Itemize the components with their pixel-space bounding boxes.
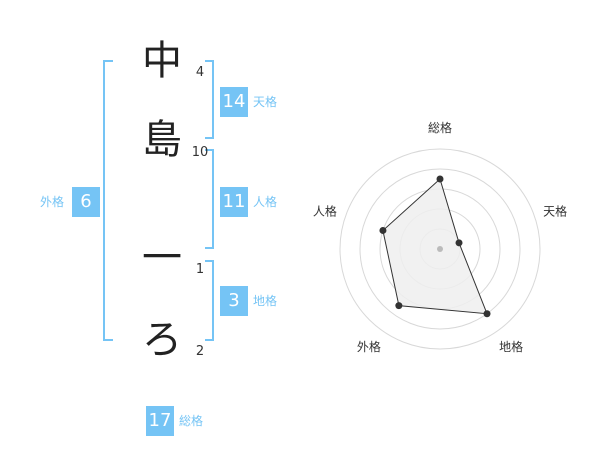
chikaku-value-badge: 3 [220,286,248,316]
jinkaku-bracket [205,149,214,249]
radar-point-1 [436,175,444,183]
radar-ring [359,168,521,330]
gaikaku-label: 外格 [40,195,65,209]
radar-data-points [379,175,491,318]
gaikaku-value-badge: 6 [72,187,100,217]
name-char-4: ろ [142,317,182,363]
radar-point-5 [379,226,387,234]
radar-axis-label: 外格 [357,339,381,354]
radar-axis-label: 総格 [428,120,452,135]
radar-point-2 [455,239,463,247]
radar-axis-label: 地格 [499,339,523,354]
soukaku-label: 総格 [179,414,204,428]
chikaku-label: 地格 [253,294,278,308]
stroke-count-3: 1 [195,262,205,277]
chikaku-bracket [205,260,214,341]
name-char-3: 一 [142,235,182,281]
soukaku-value-badge: 17 [146,406,174,436]
name-char-2: 島 [142,117,182,163]
radar-point-3 [483,310,491,318]
radar-point-4 [395,302,403,310]
radar-axis-label: 人格 [313,204,337,219]
gaikaku-bracket [103,60,113,341]
radar-data-area [382,178,488,315]
radar-center-dot [437,246,443,252]
jinkaku-label: 人格 [253,195,278,209]
radar-axis-label: 天格 [543,204,567,219]
stroke-count-2: 10 [191,145,209,160]
tenkaku-label: 天格 [253,95,278,109]
tenkaku-bracket [205,60,214,139]
stroke-count-1: 4 [195,65,205,80]
name-char-1: 中 [142,38,182,84]
tenkaku-value-badge: 14 [220,87,248,117]
jinkaku-value-badge: 11 [220,187,248,217]
radar-ring [339,148,541,350]
stroke-count-4: 2 [195,344,205,359]
